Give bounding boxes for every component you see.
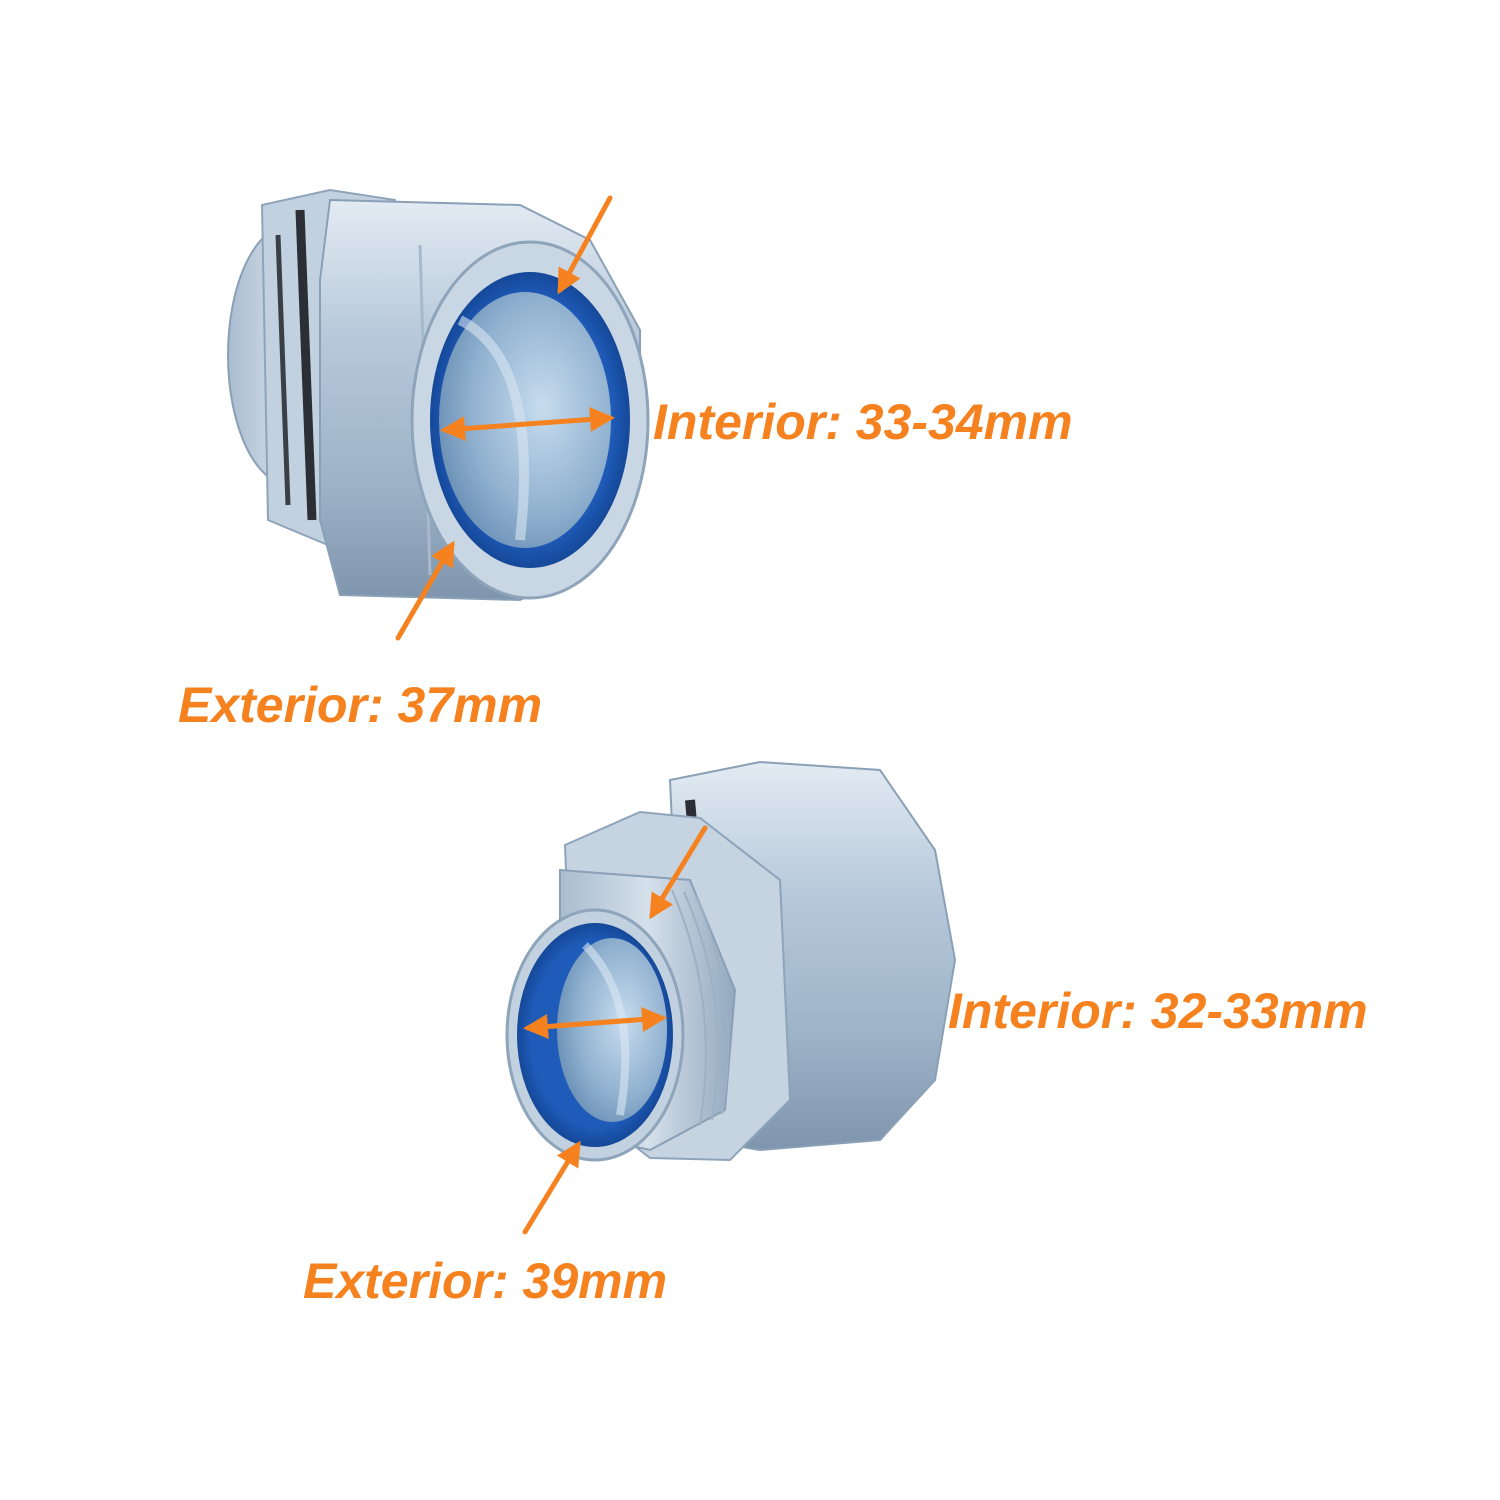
exterior-label-2: Exterior: 39mm xyxy=(303,1253,668,1309)
exterior-arrow-1 xyxy=(395,540,455,641)
exterior-arrow-2 xyxy=(522,1140,581,1235)
interior-arrow-1-top xyxy=(557,195,613,295)
interior-arrow-2-top xyxy=(649,825,708,920)
connector-2-image xyxy=(505,760,957,1162)
exterior-label-1: Exterior: 37mm xyxy=(178,677,543,733)
interior-arrow-1-width xyxy=(440,406,615,442)
interior-arrow-2-width xyxy=(523,1007,667,1039)
connector-1-image xyxy=(227,188,650,602)
interior-label-2: Interior: 32-33mm xyxy=(948,983,1368,1039)
interior-label-1: Interior: 33-34mm xyxy=(653,394,1073,450)
